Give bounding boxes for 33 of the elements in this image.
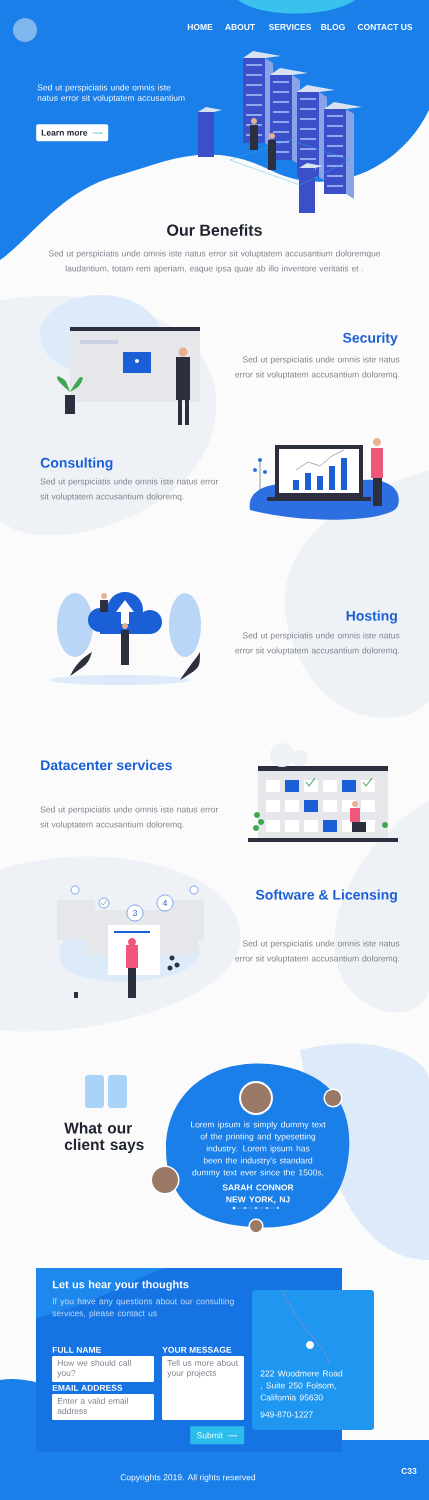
feature-heading: Hosting <box>346 610 397 624</box>
nav-link: HOME <box>187 24 213 30</box>
section-heading: What our client says <box>64 1122 144 1154</box>
message-field: Tell us more about your projects <box>162 1356 244 1420</box>
submit-button: Submit <box>190 1426 245 1445</box>
feature-text: Sed ut perspiciatis unde omnis iste natus error sit voluptatem accusantium doloremq. <box>235 632 400 656</box>
step-number: 3 <box>132 910 137 916</box>
feature-heading: Consulting <box>40 457 113 471</box>
hero-text: Sed ut perspiciatis unde omnis iste natus error sit voluptatem accusantium <box>37 84 185 103</box>
nav-link: SERVICES <box>268 24 312 30</box>
testimonial-bubble: Lorem ipsum is simply dummy text of the printing and typesetting industry. Lorem ipsum has been the industry's standard dummy text ever since the 1500s, SARAH CONNOR NEW YORK, NJ <box>166 1063 350 1228</box>
copyright-text: Copyrights 2019. All rights reserved <box>120 1474 256 1482</box>
feature-heading: Security <box>342 332 398 346</box>
input-field: How we should call you? <box>52 1356 154 1382</box>
section-heading: Our Benefits <box>167 224 262 236</box>
field-label: EMAIL ADDRESS <box>52 1384 123 1391</box>
feature-heading: Software & Licensing <box>255 889 397 903</box>
input-field: Enter a valid email address <box>52 1394 154 1420</box>
feature-text: Sed ut perspiciatis unde omnis iste natus error sit voluptatem accusantium doloremq. <box>40 478 219 502</box>
feature-text: Sed ut perspiciatis unde omnis iste natus error sit voluptatem accusantium doloremq. <box>40 806 219 830</box>
address-card: 222 Woodmere Road , Suite 250 Folsom, California 95630 949-870-1227 <box>252 1290 374 1430</box>
page-code: C33 <box>401 1468 417 1475</box>
nav-link: BLOG <box>321 24 345 30</box>
nav-link: ABOUT <box>225 24 255 30</box>
learn-more-button: Learn more <box>36 124 109 142</box>
field-label: FULL NAME <box>52 1346 101 1353</box>
step-number: 4 <box>162 900 168 906</box>
intro-paragraph: Sed ut perspiciatis unde omnis iste natus error sit voluptatem accusantium doloremque laudantium, totam rem aperiam, eaque ipsa quae ab illo inventore veritatis et . <box>48 250 381 274</box>
feature-text: Sed ut perspiciatis unde omnis iste natus error sit voluptatem accusantium doloremq. <box>235 356 400 380</box>
feature-text: Sed ut perspiciatis unde omnis iste natus error sit voluptatem accusantium doloremq. <box>235 940 400 964</box>
feature-heading: Datacenter services <box>41 759 172 771</box>
field-label: YOUR MESSAGE <box>162 1346 232 1353</box>
nav-link: CONTACT US <box>357 24 413 30</box>
